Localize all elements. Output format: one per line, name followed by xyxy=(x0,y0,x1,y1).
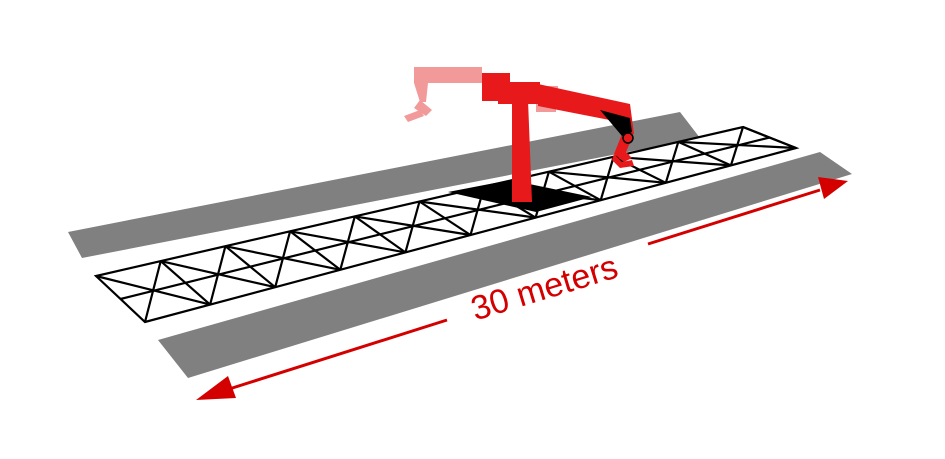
arrow-head-right xyxy=(818,177,848,199)
lattice-strut xyxy=(729,126,745,166)
lattice-strut xyxy=(354,215,407,254)
lattice-track xyxy=(93,125,800,324)
lattice-strut xyxy=(224,245,276,289)
back-rail xyxy=(68,112,700,258)
lattice-strut xyxy=(274,231,292,288)
robot-wrist-joint xyxy=(622,132,634,144)
lattice-strut xyxy=(159,260,211,306)
lattice-strut xyxy=(742,125,797,150)
lattice-strut xyxy=(548,170,602,202)
arrow-line-right xyxy=(647,188,821,246)
lattice-strut xyxy=(209,245,227,305)
lattice-strut xyxy=(677,140,732,167)
lattice-strut xyxy=(418,200,472,236)
arrow-head-left xyxy=(196,376,236,400)
arrow-line-left xyxy=(225,318,448,392)
front-rail xyxy=(158,152,852,378)
robot-arm-hinge xyxy=(600,110,632,136)
lattice-strut xyxy=(289,230,341,271)
lattice-strut xyxy=(404,201,421,253)
lattice-strut xyxy=(599,156,615,201)
lattice-strut xyxy=(613,155,667,184)
lattice-strut xyxy=(143,260,162,323)
lattice-strut xyxy=(664,141,680,184)
lattice-strut xyxy=(339,216,356,271)
robot-column xyxy=(512,100,532,202)
